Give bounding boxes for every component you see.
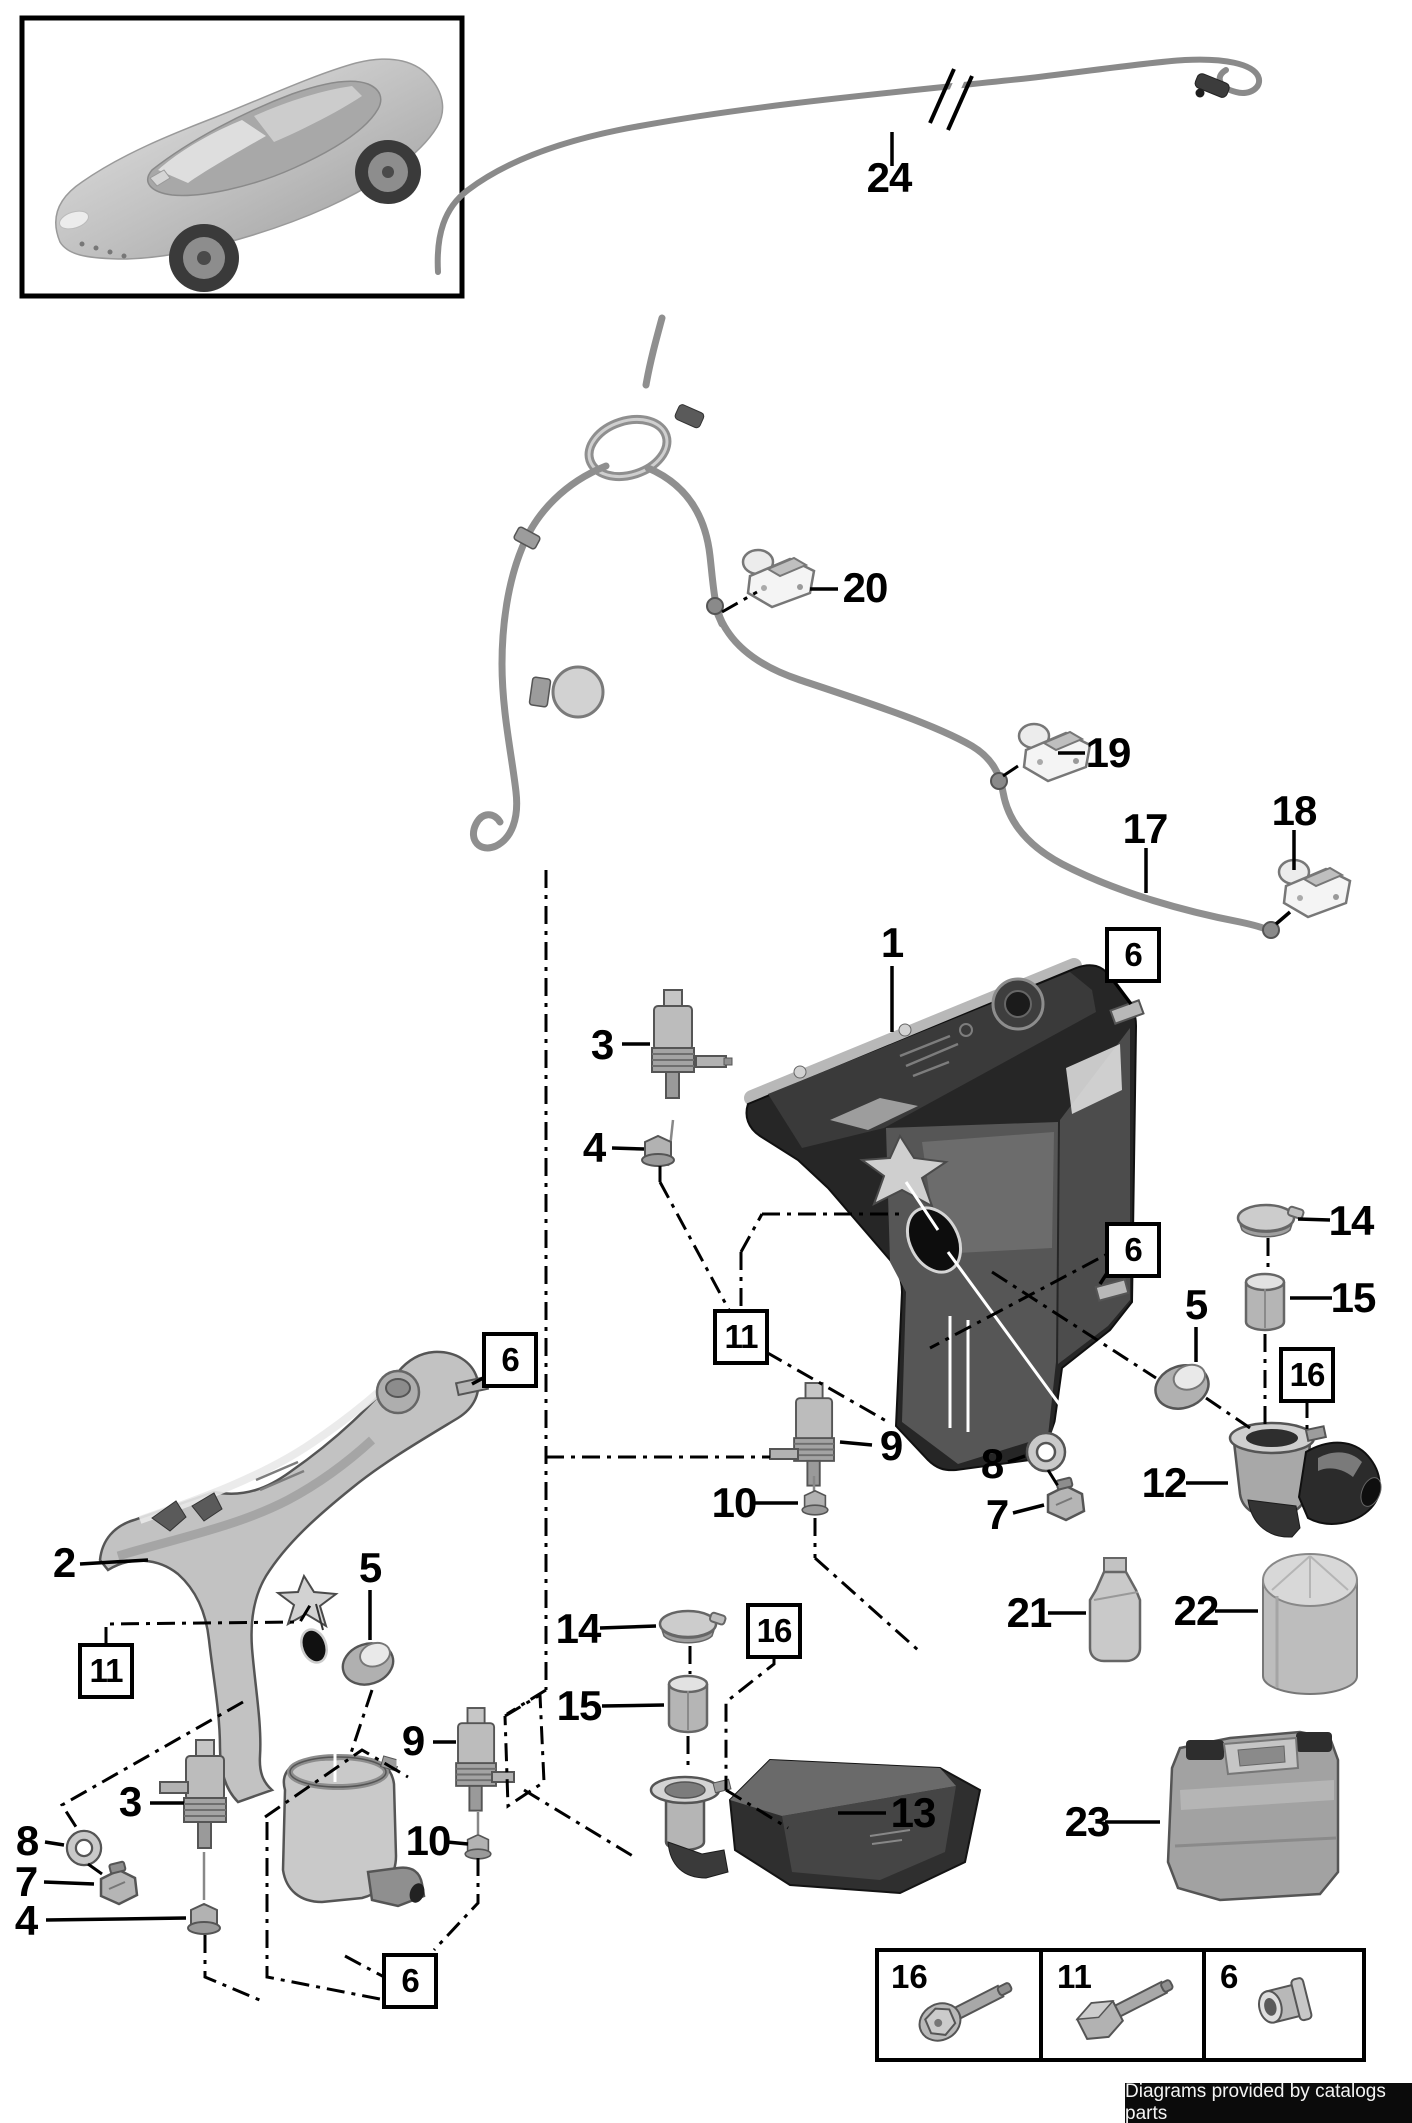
pump-3-left — [159, 1739, 227, 1900]
legend-cell-16[interactable]: 16 — [879, 1952, 1039, 2058]
callout-1[interactable]: 1 — [880, 919, 904, 966]
callout-14-left[interactable]: 14 — [555, 1605, 602, 1652]
callout-8-right[interactable]: 8 — [980, 1440, 1004, 1487]
legend-table: 16 11 6 — [875, 1948, 1366, 2062]
bottle-21 — [1088, 1557, 1142, 1663]
callout-12[interactable]: 12 — [1141, 1459, 1188, 1506]
callout-23[interactable]: 23 — [1064, 1798, 1111, 1845]
callout-10-right[interactable]: 10 — [711, 1479, 758, 1526]
callout-16-left[interactable]: 16 — [746, 1603, 802, 1659]
callout-13[interactable]: 13 — [890, 1789, 937, 1836]
nut-4-right — [641, 1135, 675, 1167]
callout-16-right[interactable]: 16 — [1279, 1347, 1335, 1403]
legend-hex-bolt-icon — [1075, 1979, 1174, 2040]
reservoir-1 — [744, 958, 1145, 1472]
hose-24 — [434, 56, 1263, 275]
legend-number: 11 — [1057, 1958, 1092, 1995]
callout-19[interactable]: 19 — [1085, 729, 1132, 776]
callout-22[interactable]: 22 — [1173, 1587, 1220, 1634]
watermark-text: Diagrams provided by catalogs parts — [1125, 2081, 1386, 2123]
container-22 — [1262, 1553, 1358, 1695]
pump-9-right — [769, 1382, 835, 1492]
legend-divider — [1039, 1952, 1043, 2058]
watermark-bar: Diagrams provided by catalogs parts — [1125, 2081, 1412, 2123]
callout-8-left[interactable]: 8 — [15, 1817, 39, 1864]
level-sensor-7-right — [1046, 1476, 1086, 1522]
nut-10-right — [801, 1490, 829, 1516]
callout-10-left[interactable]: 10 — [405, 1817, 452, 1864]
seal-ring-8-left — [65, 1829, 103, 1867]
callout-3-left[interactable]: 3 — [118, 1778, 142, 1825]
nozzle-18 — [1277, 858, 1352, 919]
pump-9-left — [455, 1707, 515, 1834]
callout-20[interactable]: 20 — [842, 564, 889, 611]
legend-bushing-icon — [1258, 1977, 1313, 2024]
callout-24[interactable]: 24 — [866, 154, 913, 201]
callout-9-left[interactable]: 9 — [401, 1717, 425, 1764]
tank-13 — [649, 1758, 982, 1895]
callout-14-right[interactable]: 14 — [1328, 1197, 1375, 1244]
washer-hose-harness — [470, 314, 1280, 939]
legend-cell-11[interactable]: 11 — [1043, 1952, 1202, 2058]
callout-6-d[interactable]: 6 — [382, 1953, 438, 2009]
callout-6-a[interactable]: 6 — [1105, 927, 1161, 983]
callout-15-right[interactable]: 15 — [1330, 1274, 1377, 1321]
callout-2[interactable]: 2 — [52, 1539, 76, 1586]
callout-5-left[interactable]: 5 — [358, 1544, 382, 1591]
callout-11-right[interactable]: 11 — [713, 1309, 769, 1365]
callout-7-left[interactable]: 7 — [14, 1858, 38, 1905]
callout-17[interactable]: 17 — [1122, 805, 1169, 852]
callout-6-b[interactable]: 6 — [1105, 1222, 1161, 1278]
legend-screw-with-washer-icon — [918, 1982, 1013, 2042]
canister-23 — [1166, 1730, 1340, 1902]
callout-6-c[interactable]: 6 — [482, 1332, 538, 1388]
callout-4-left[interactable]: 4 — [14, 1897, 38, 1944]
callout-7-right[interactable]: 7 — [985, 1491, 1009, 1538]
grommet-5-left — [336, 1635, 400, 1693]
filler-neck-12 — [1228, 1421, 1382, 1538]
callout-9-right[interactable]: 9 — [879, 1422, 903, 1469]
car-thumbnail — [19, 15, 465, 299]
cap-14-left — [658, 1609, 728, 1645]
callout-21[interactable]: 21 — [1006, 1589, 1053, 1636]
nut-10-left — [464, 1834, 492, 1860]
callout-3-right[interactable]: 3 — [590, 1021, 614, 1068]
cap-14-right — [1236, 1203, 1306, 1239]
callout-4-right[interactable]: 4 — [582, 1124, 606, 1171]
grommet-5-right — [1148, 1357, 1216, 1417]
leader-lines — [43, 587, 1332, 1922]
legend-number: 6 — [1220, 1958, 1239, 1995]
callout-15-left[interactable]: 15 — [556, 1682, 603, 1729]
legend-divider — [1202, 1952, 1206, 2058]
level-sensor-7-left — [99, 1860, 139, 1906]
callout-5-right[interactable]: 5 — [1184, 1281, 1208, 1328]
explosion-lines — [59, 590, 1309, 2003]
legend-cell-6[interactable]: 6 — [1206, 1952, 1362, 2058]
legend-number: 16 — [891, 1958, 928, 1995]
sleeve-15-left — [667, 1674, 709, 1734]
callout-11-left[interactable]: 11 — [78, 1643, 134, 1699]
seal-ring-8-right — [1025, 1431, 1067, 1473]
nut-4-left — [187, 1903, 221, 1935]
sleeve-15-right — [1244, 1272, 1286, 1332]
callout-18[interactable]: 18 — [1271, 787, 1318, 834]
nozzle-20 — [741, 548, 816, 609]
